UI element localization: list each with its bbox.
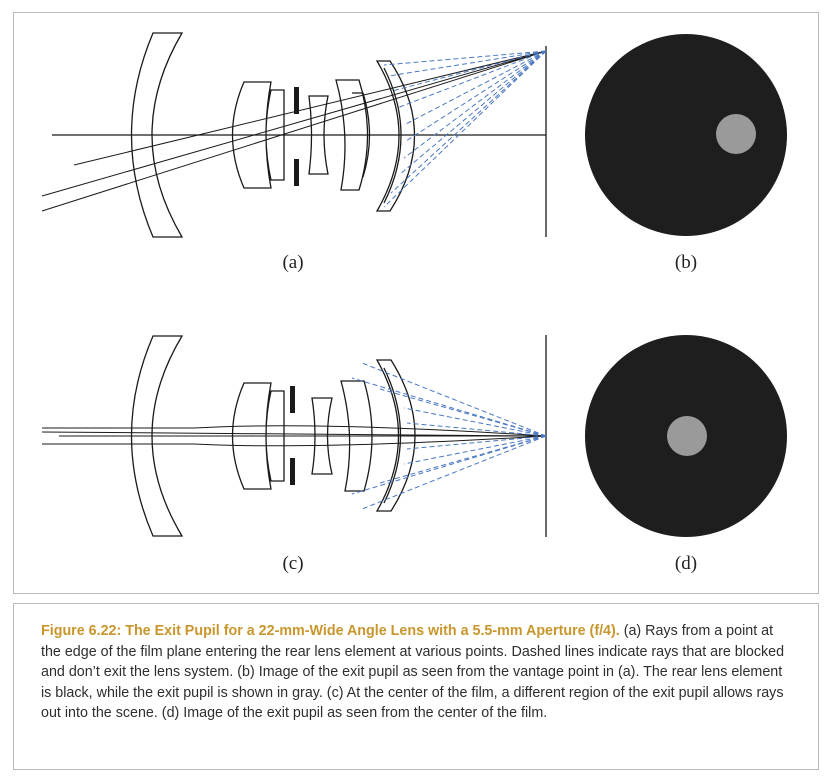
rear-lens-2-a [335, 79, 369, 191]
panel-label-a: (a) [282, 252, 303, 273]
aperture-stop-c [290, 386, 295, 485]
blocked-rays-a [383, 50, 547, 208]
rear-lens-2-c [340, 380, 373, 492]
front-lens-element-c [130, 335, 184, 537]
exiting-rays-a [41, 50, 547, 212]
rear-lens-1-a [308, 95, 329, 175]
rear-lens-element-a [375, 60, 416, 212]
doublet-lens-c [231, 382, 285, 490]
exiting-rays-c [41, 425, 547, 447]
caption-text: (a) Rays from a point at the edge of the… [41, 623, 785, 722]
caption-title: Figure 6.22: The Exit Pupil for a 22-mm-… [41, 623, 620, 639]
rear-lens-1-c [311, 397, 333, 475]
rear-lens-inner-a [383, 67, 402, 204]
panel-label-c: (c) [282, 553, 303, 574]
rear-lens-element-c [375, 359, 416, 512]
lens-diagram-c [130, 335, 547, 537]
figure-illustration: (a) (b) (c) (d) [41, 32, 787, 574]
doublet-lens-a [231, 81, 285, 189]
caption-panel: Figure 6.22: The Exit Pupil for a 22-mm-… [13, 603, 819, 770]
panel-label-b: (b) [675, 252, 697, 273]
exit-pupil-b [716, 114, 756, 154]
aperture-stop-a [294, 87, 299, 186]
panel-label-d: (d) [675, 553, 697, 574]
figure-caption: Figure 6.22: The Exit Pupil for a 22-mm-… [41, 621, 790, 724]
exit-pupil-d [667, 416, 707, 456]
rear-element-disc-b [585, 34, 787, 236]
lens-diagram-a [52, 32, 547, 238]
blocked-rays-c [351, 362, 547, 510]
rear-lens-3-a [352, 92, 371, 178]
figure-panel: (a) (b) (c) (d) [13, 12, 819, 594]
front-lens-element-a [130, 32, 184, 238]
